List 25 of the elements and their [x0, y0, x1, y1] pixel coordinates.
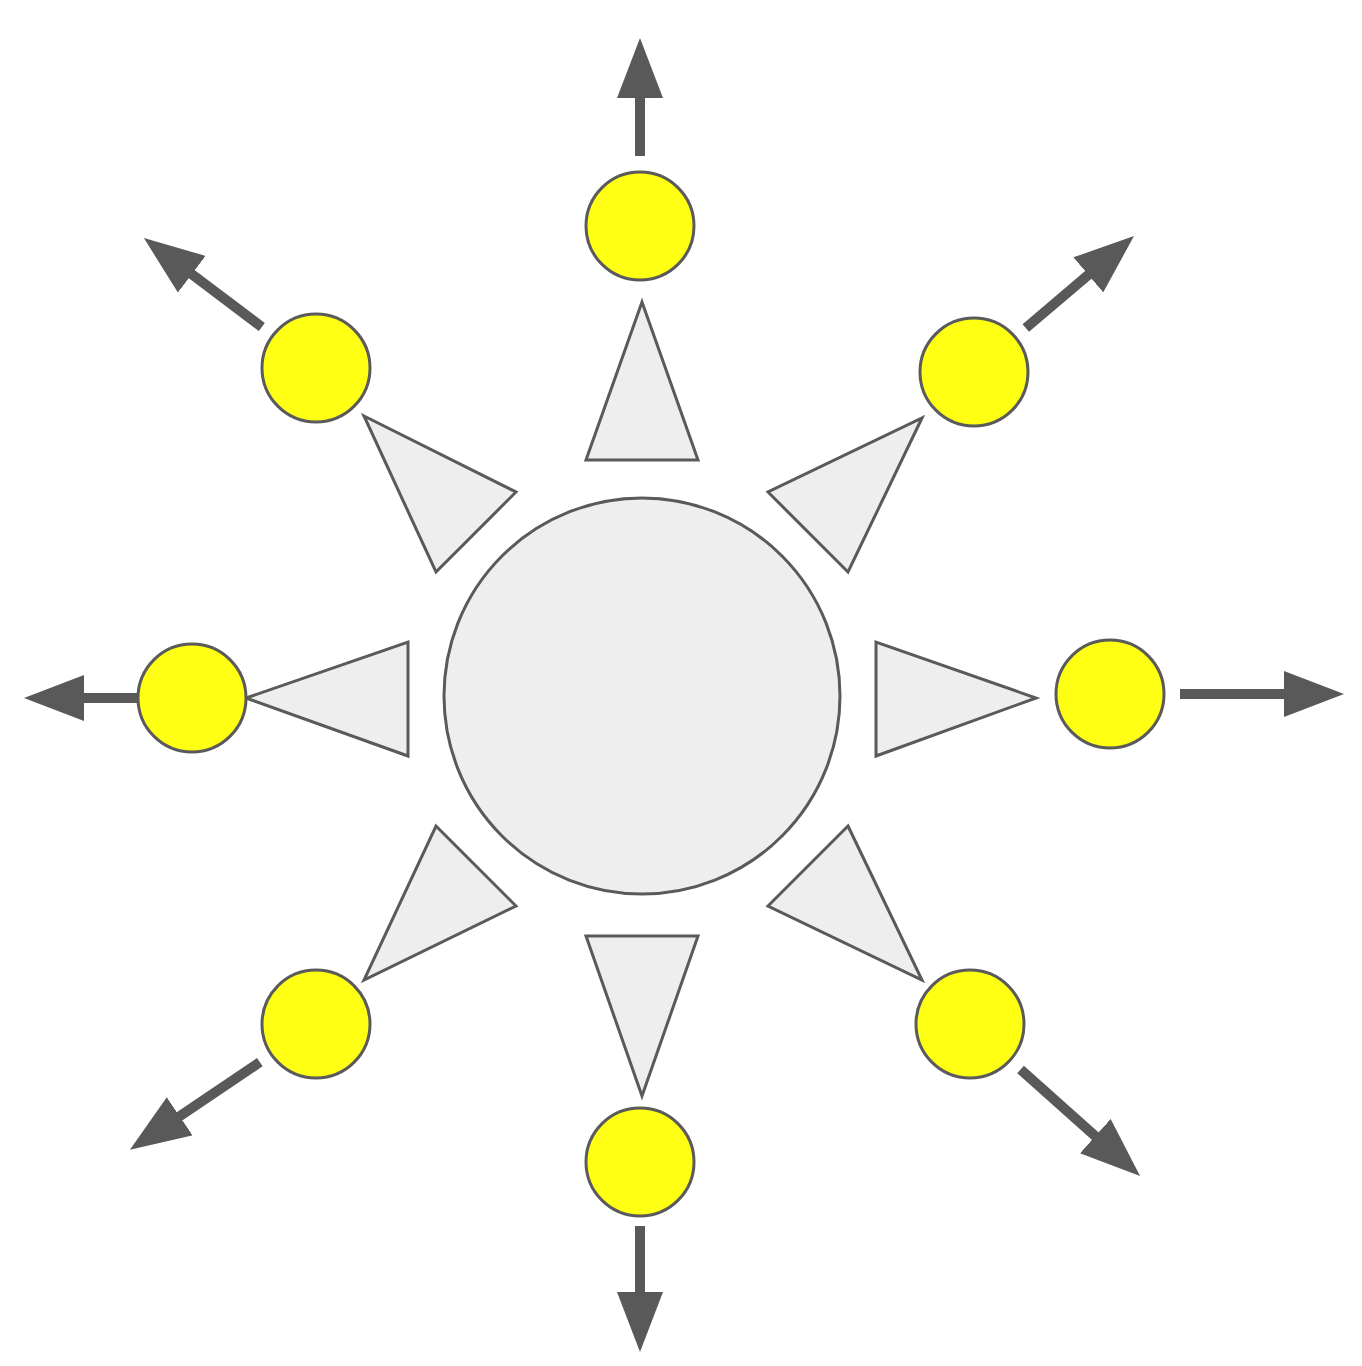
ray-triangle	[584, 934, 700, 1098]
small-circle	[918, 316, 1030, 428]
small-circle	[260, 312, 372, 424]
arrow	[617, 1226, 663, 1352]
ray-triangle	[362, 414, 518, 574]
small-circle	[914, 968, 1026, 1080]
arrow	[617, 38, 663, 156]
small-circle	[136, 642, 248, 754]
arrow	[129, 1058, 263, 1150]
small-circle	[1054, 638, 1166, 750]
small-circle	[584, 1106, 696, 1218]
arrow	[143, 238, 265, 331]
ray-triangle	[766, 416, 924, 574]
center-circle	[442, 496, 842, 896]
ray-triangle	[244, 640, 410, 758]
arrow	[1022, 236, 1134, 332]
ray-triangle	[874, 640, 1038, 758]
ray-triangle	[766, 824, 924, 982]
small-circle	[260, 968, 372, 1080]
small-circle	[584, 170, 696, 282]
arrow	[1180, 671, 1344, 717]
ray-triangle	[584, 300, 700, 462]
arrow	[1017, 1065, 1141, 1176]
ray-triangle	[362, 824, 518, 982]
arrow	[24, 675, 138, 721]
